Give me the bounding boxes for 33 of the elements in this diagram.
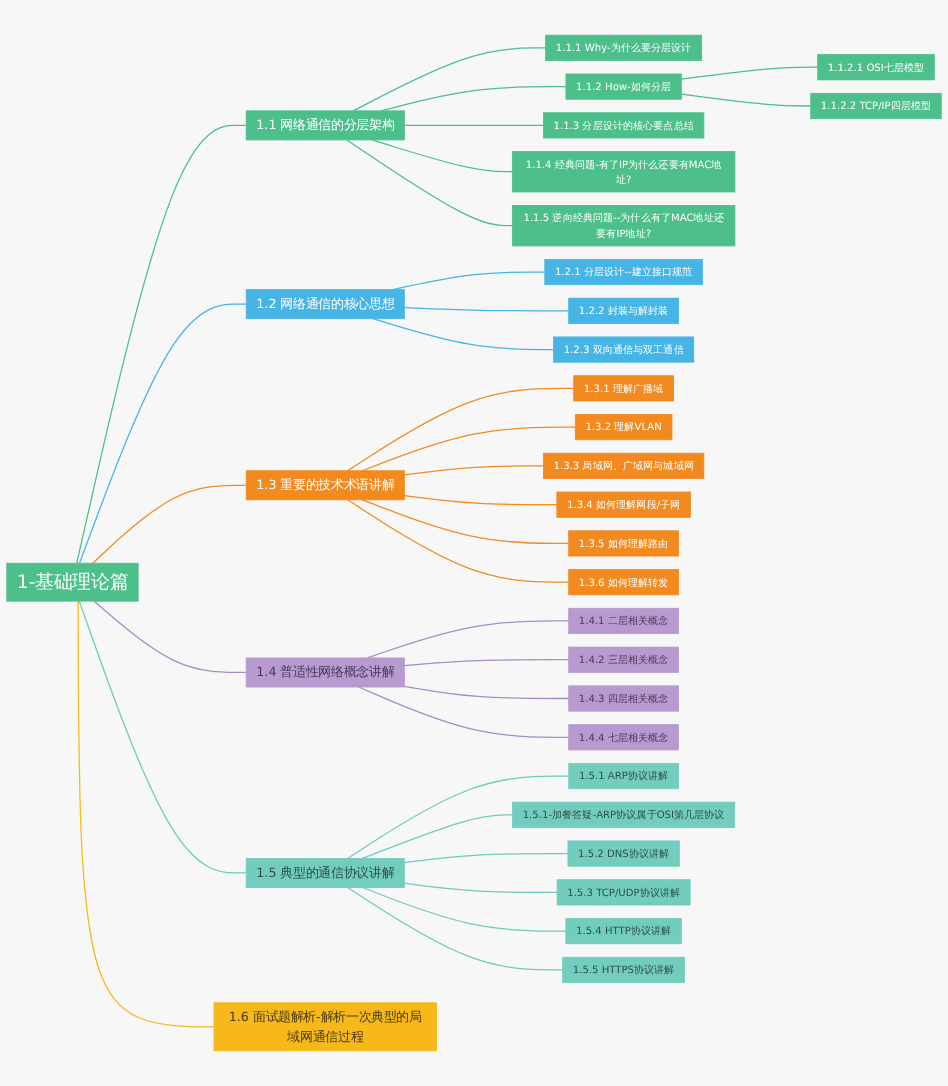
connector <box>680 66 819 80</box>
connector <box>347 775 570 860</box>
connector <box>366 620 570 659</box>
connector <box>372 318 555 351</box>
connector <box>76 124 247 564</box>
connector <box>361 499 570 545</box>
connector <box>392 271 546 291</box>
connector <box>361 426 576 472</box>
connector <box>78 600 247 874</box>
connector <box>93 600 247 674</box>
connector <box>403 494 558 506</box>
connector <box>361 814 514 860</box>
connector <box>347 499 570 583</box>
connector <box>347 387 575 472</box>
connector <box>92 484 247 564</box>
connector <box>403 124 545 126</box>
connector <box>352 47 547 112</box>
connector <box>403 659 570 667</box>
node-box: 1-基础理论篇 <box>6 562 139 602</box>
connector <box>346 139 513 227</box>
connector <box>403 882 558 893</box>
connector <box>403 852 569 864</box>
connector <box>403 465 545 476</box>
connector <box>680 93 812 107</box>
connector <box>403 685 570 700</box>
connector <box>371 139 513 173</box>
connector <box>358 686 570 738</box>
connector <box>347 886 564 971</box>
connector <box>77 600 215 1028</box>
connector <box>361 886 567 932</box>
connector <box>380 86 567 112</box>
connector <box>78 303 247 564</box>
connector <box>403 307 570 312</box>
